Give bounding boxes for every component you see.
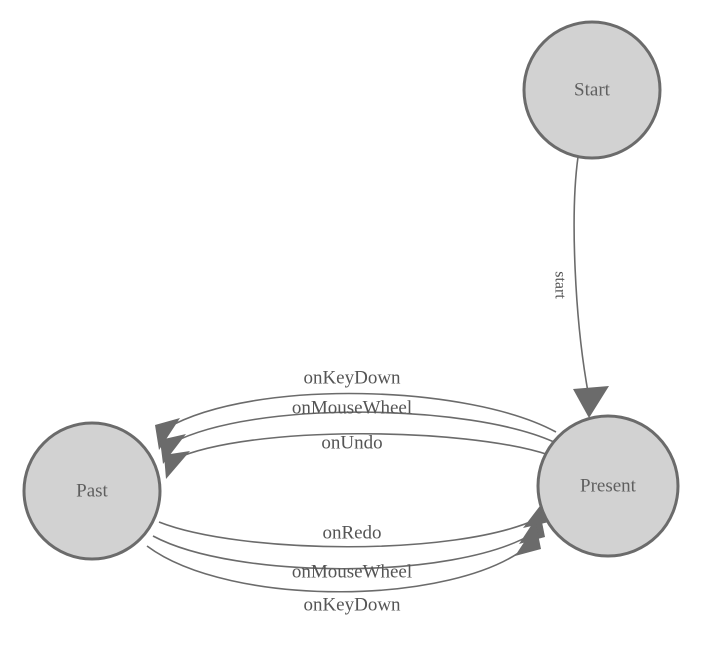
edge-past-to-present-onkeydown[interactable]: onKeyDown <box>146 524 541 616</box>
edge-start-to-present[interactable]: start <box>552 156 610 418</box>
edge-past-to-present-onmousewheel-arrowhead <box>519 512 545 544</box>
edge-label-past-present-onkeydown: onKeyDown <box>303 595 401 616</box>
edge-label-present-past-onkeydown: onKeyDown <box>303 368 401 389</box>
edge-past-to-present-onredo-path <box>158 518 538 548</box>
edge-label-present-past-onundo: onUndo <box>321 433 382 454</box>
edge-start-to-present-arrowhead <box>573 386 609 418</box>
edge-present-to-past-onundo[interactable]: onUndo <box>164 432 550 480</box>
edge-past-to-present-onredo[interactable]: onRedo <box>158 498 549 548</box>
edge-past-to-present-onmousewheel-path <box>152 533 533 570</box>
edge-label-present-past-onmousewheel: onMouseWheel <box>292 398 412 419</box>
node-start-circle <box>522 20 662 160</box>
node-start[interactable]: Start <box>522 20 662 160</box>
edge-past-to-present-onkeydown-arrowhead <box>515 524 541 556</box>
edge-past-to-present-onmousewheel[interactable]: onMouseWheel <box>152 512 545 583</box>
edge-label-past-present-onredo: onRedo <box>322 523 381 544</box>
edge-label-start: start <box>552 271 569 299</box>
edge-present-to-past-onundo-path <box>174 432 550 460</box>
edge-present-to-past-onundo-arrowhead <box>164 451 190 479</box>
node-past-label: Past <box>76 481 108 502</box>
edge-label-past-present-onmousewheel: onMouseWheel <box>292 562 412 583</box>
node-present-circle <box>536 414 680 558</box>
node-start-label: Start <box>574 80 611 101</box>
edge-start-to-present-path <box>573 156 589 393</box>
edge-present-to-past-onmousewheel-path <box>171 411 555 444</box>
node-present-label: Present <box>580 476 637 497</box>
edge-past-to-present-onkeydown-path <box>146 545 529 593</box>
node-present[interactable]: Present <box>536 414 680 558</box>
node-past[interactable]: Past <box>22 421 162 561</box>
node-past-circle <box>22 421 162 561</box>
edge-present-to-past-onkeydown-path <box>166 392 557 433</box>
